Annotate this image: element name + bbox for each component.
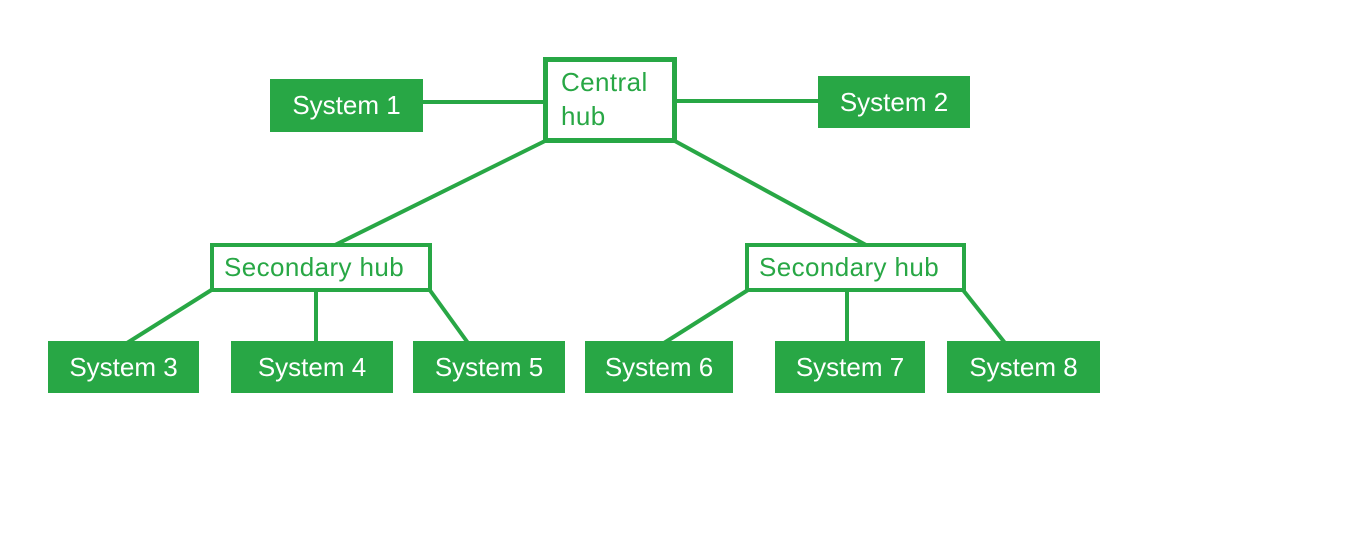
node-secondary-hub-right: Secondary hub [745,243,966,292]
edge-secondaryleft-system3 [125,287,215,345]
node-system-5: System 5 [413,341,565,393]
node-system-6: System 6 [585,341,733,393]
node-system-8: System 8 [947,341,1100,393]
node-system-1: System 1 [270,79,423,132]
edge-secondaryright-system6 [662,288,750,345]
node-system-4: System 4 [231,341,393,393]
edge-secondaryright-system8 [961,288,1007,345]
node-central-hub: Central hub [543,57,677,143]
node-secondary-hub-left: Secondary hub [210,243,432,292]
node-system-2: System 2 [818,76,970,128]
edge-secondaryleft-system5 [427,287,470,345]
node-system-7: System 7 [775,341,925,393]
node-system-3: System 3 [48,341,199,393]
edge-centralhub-secondaryright [672,138,867,247]
edge-centralhub-secondaryleft [334,138,548,247]
